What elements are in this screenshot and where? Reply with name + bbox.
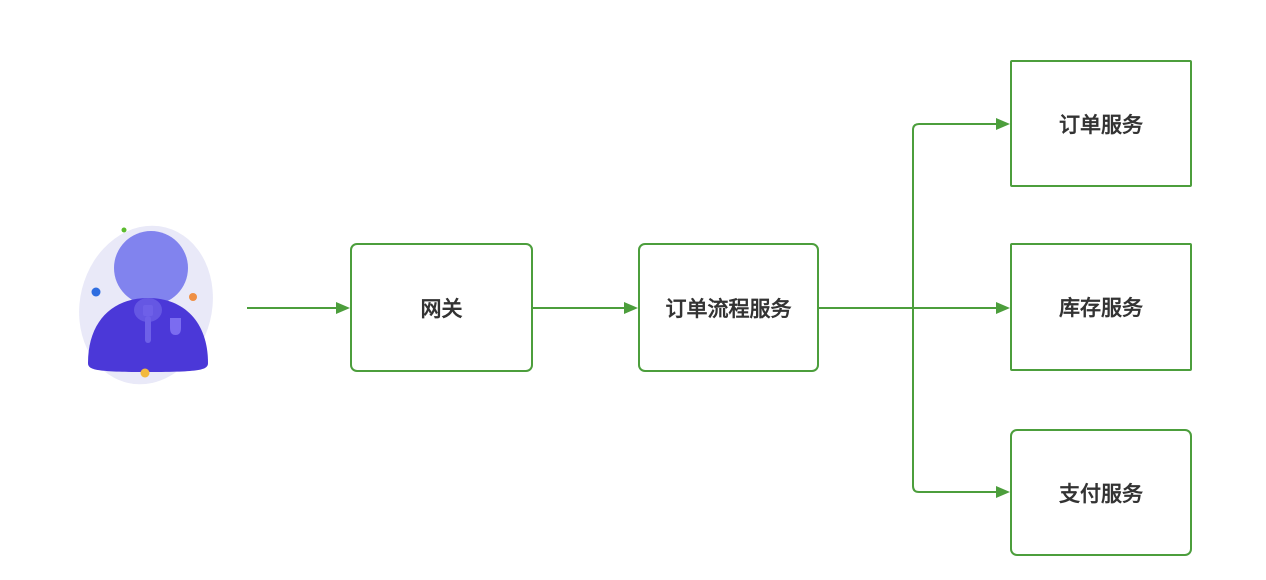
user-icon [79,225,213,385]
decor-dot-green [121,227,127,233]
node-gateway-label: 网关 [420,297,463,321]
edge-gateway-to-order-process [533,302,638,314]
node-inventory-service: 库存服务 [1010,243,1192,371]
decor-dot-orange [189,293,197,301]
edge-order-process-to-order-service [912,118,1010,308]
edge-order-process-to-payment-service [912,308,1010,498]
edge-order-process-to-inventory-service [819,302,1010,314]
user-head [114,231,188,305]
node-payment-service-label: 支付服务 [1059,482,1143,506]
node-payment-service: 支付服务 [1010,429,1192,556]
node-gateway: 网关 [350,243,533,372]
node-order-service-label: 订单服务 [1059,113,1143,137]
user-tie [143,305,153,343]
decor-dot-amber [140,368,150,378]
user-pocket-shield [170,318,181,335]
node-order-process-service: 订单流程服务 [638,243,819,372]
edge-user-to-gateway [247,302,350,314]
decor-dot-blue [91,287,101,297]
node-order-process-service-label: 订单流程服务 [665,297,792,321]
node-inventory-service-label: 库存服务 [1059,297,1143,320]
node-order-service: 订单服务 [1010,60,1192,187]
